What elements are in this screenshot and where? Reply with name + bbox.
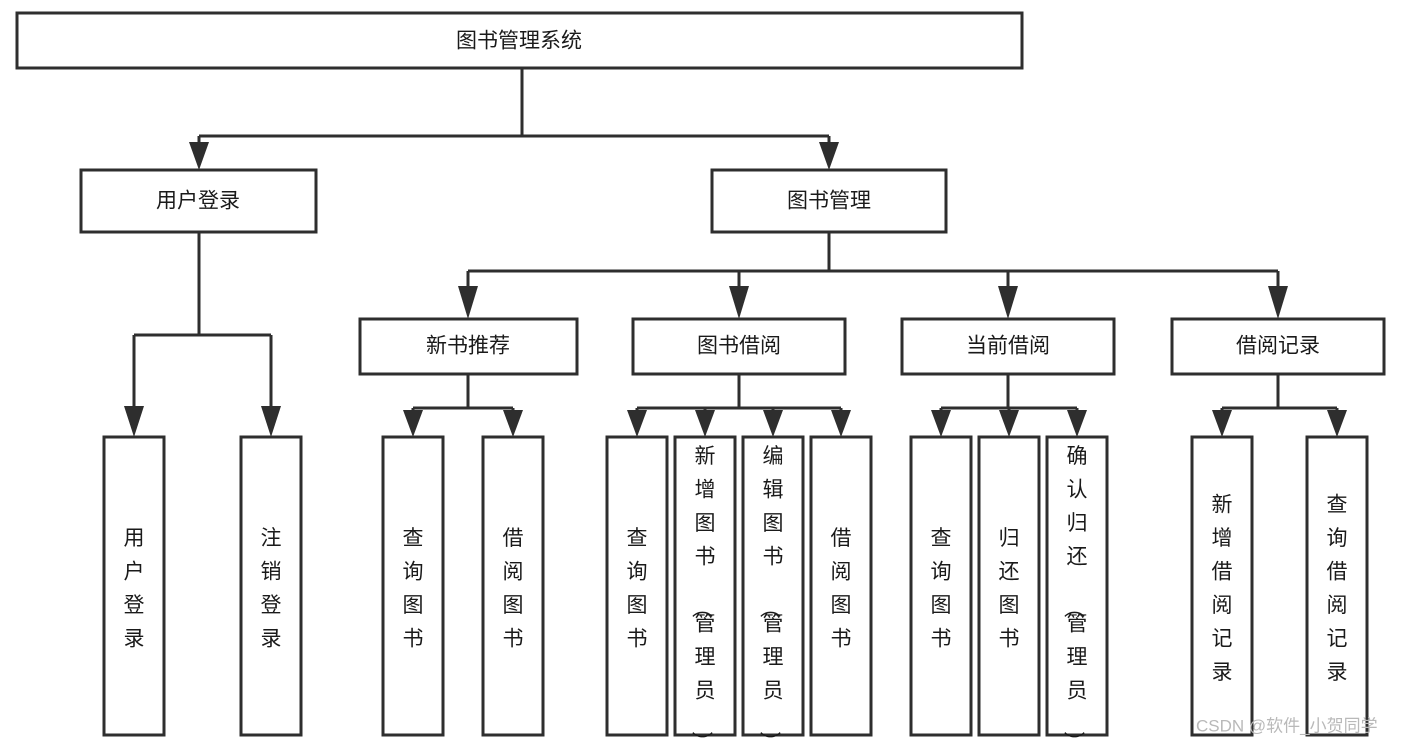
node-leaf-current-confirm-label: 确认归还（管理员） <box>1062 445 1088 747</box>
node-leaf-current-confirm[interactable]: 确认归还（管理员） <box>1045 435 1109 747</box>
node-borrow[interactable]: 图书借阅 <box>631 317 847 376</box>
node-login-label: 用户登录 <box>156 190 240 213</box>
node-leaf-records-add-box[interactable] <box>1190 435 1254 737</box>
node-leaf-borrow-lend-label: 借阅图书 <box>831 527 852 651</box>
node-leaf-current-query-label: 查询图书 <box>931 527 952 651</box>
node-records-label: 借阅记录 <box>1236 335 1320 358</box>
node-leaf-current-return-label: 归还图书 <box>999 527 1020 651</box>
node-leaf-borrow-query-box[interactable] <box>605 435 669 737</box>
node-leaf-newbook-borrow-label: 借阅图书 <box>503 527 524 651</box>
node-newbook-box[interactable] <box>358 317 579 376</box>
node-leaf-newbook-borrow-box[interactable] <box>481 435 545 737</box>
arrow-head-icon <box>1212 410 1232 437</box>
node-leaf-current-return-box[interactable] <box>977 435 1041 737</box>
arrow-head-icon <box>819 142 839 170</box>
node-newbook-label: 新书推荐 <box>426 335 510 358</box>
connector-group-newbook <box>403 374 523 437</box>
node-leaf-borrow-add-box[interactable] <box>673 435 737 737</box>
connector-group-bookmgmt <box>458 232 1288 319</box>
node-bookmgmt[interactable]: 图书管理 <box>710 168 948 234</box>
node-leaf-newbook-borrow[interactable]: 借阅图书 <box>481 435 545 737</box>
connector-group-current <box>931 374 1087 437</box>
node-leaf-records-add-label: 新增借阅记录 <box>1212 494 1233 684</box>
node-leaf-user-login-box[interactable] <box>102 435 166 737</box>
node-leaf-borrow-edit[interactable]: 编辑图书（管理员） <box>741 435 805 747</box>
node-leaf-borrow-edit-label: 编辑图书（管理员） <box>758 445 784 747</box>
arrow-head-icon <box>403 410 423 437</box>
node-current[interactable]: 当前借阅 <box>900 317 1116 376</box>
arrow-head-icon <box>627 410 647 437</box>
node-leaf-user-login[interactable]: 用户登录 <box>102 435 166 737</box>
connector-group-login <box>124 232 281 437</box>
arrow-head-icon <box>1268 286 1288 319</box>
arrow-head-icon <box>503 410 523 437</box>
arrow-head-icon <box>763 410 783 437</box>
arrow-head-icon <box>189 142 209 170</box>
node-leaf-borrow-query[interactable]: 查询图书 <box>605 435 669 737</box>
connector-group-root <box>189 68 839 170</box>
arrow-head-icon <box>931 410 951 437</box>
node-current-box[interactable] <box>900 317 1116 376</box>
arrow-head-icon <box>1067 410 1087 437</box>
node-login-box[interactable] <box>79 168 318 234</box>
arrow-head-icon <box>261 406 281 437</box>
node-newbook[interactable]: 新书推荐 <box>358 317 579 376</box>
node-leaf-user-logout-label: 注销登录 <box>261 527 282 651</box>
node-leaf-user-logout[interactable]: 注销登录 <box>239 435 303 737</box>
node-leaf-borrow-add[interactable]: 新增图书（管理员） <box>673 435 737 747</box>
watermark-label: CSDN @软件_小贺同学 <box>1196 716 1378 735</box>
node-leaf-borrow-lend[interactable]: 借阅图书 <box>809 435 873 737</box>
node-leaf-current-query[interactable]: 查询图书 <box>909 435 973 737</box>
connector-group-records <box>1212 374 1347 437</box>
node-leaf-user-logout-box[interactable] <box>239 435 303 737</box>
arrow-head-icon <box>124 406 144 437</box>
arrow-head-icon <box>729 286 749 319</box>
node-leaf-records-add[interactable]: 新增借阅记录 <box>1190 435 1254 737</box>
node-records-box[interactable] <box>1170 317 1386 376</box>
node-leaf-records-query-label: 查询借阅记录 <box>1327 494 1348 684</box>
arrow-head-icon <box>695 410 715 437</box>
node-current-label: 当前借阅 <box>966 335 1050 358</box>
node-leaf-newbook-query-label: 查询图书 <box>403 527 424 651</box>
node-leaf-user-login-label: 用户登录 <box>124 527 145 651</box>
node-leaf-borrow-query-label: 查询图书 <box>627 527 648 651</box>
node-leaf-current-query-box[interactable] <box>909 435 973 737</box>
node-bookmgmt-label: 图书管理 <box>787 190 871 213</box>
node-root-label: 图书管理系统 <box>456 30 582 53</box>
node-leaf-borrow-add-label: 新增图书（管理员） <box>690 445 716 747</box>
node-root-box[interactable] <box>15 11 1024 70</box>
node-leaf-current-confirm-box[interactable] <box>1045 435 1109 737</box>
node-leaf-records-query[interactable]: 查询借阅记录 <box>1305 435 1369 737</box>
node-login[interactable]: 用户登录 <box>79 168 318 234</box>
arrow-head-icon <box>999 410 1019 437</box>
node-records[interactable]: 借阅记录 <box>1170 317 1386 376</box>
node-borrow-box[interactable] <box>631 317 847 376</box>
node-leaf-newbook-query[interactable]: 查询图书 <box>381 435 445 737</box>
node-borrow-label: 图书借阅 <box>697 335 781 358</box>
connector-group-borrow <box>627 374 851 437</box>
arrow-head-icon <box>458 286 478 319</box>
node-leaf-newbook-query-box[interactable] <box>381 435 445 737</box>
node-root[interactable]: 图书管理系统 <box>15 11 1024 70</box>
node-leaf-borrow-lend-box[interactable] <box>809 435 873 737</box>
arrow-head-icon <box>1327 410 1347 437</box>
arrow-head-icon <box>998 286 1018 319</box>
arrow-head-icon <box>831 410 851 437</box>
node-leaf-borrow-edit-box[interactable] <box>741 435 805 737</box>
node-bookmgmt-box[interactable] <box>710 168 948 234</box>
node-leaf-records-query-box[interactable] <box>1305 435 1369 737</box>
node-leaf-current-return[interactable]: 归还图书 <box>977 435 1041 737</box>
